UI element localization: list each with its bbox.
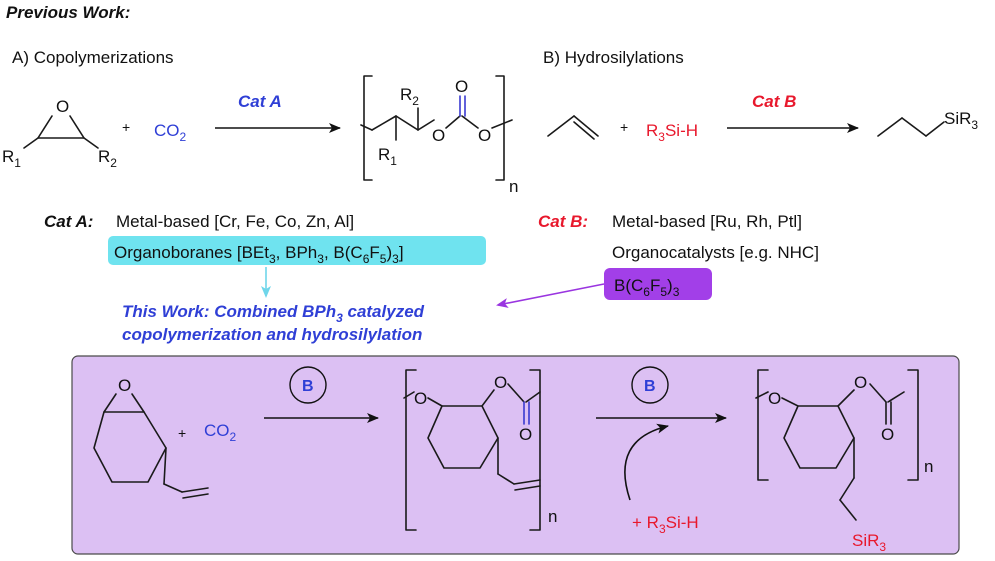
vinyl-polycarbonate: O O O n <box>403 369 557 531</box>
bottom-epoxide-oxygen: O <box>118 376 131 395</box>
epoxide-oxygen: O <box>56 97 69 116</box>
polymer-r1: R1 <box>378 145 397 168</box>
plus-sign-a: + <box>122 119 130 135</box>
section-a-label: A) Copolymerizations <box>12 48 174 67</box>
co2-bottom: CO2 <box>204 421 237 444</box>
cat-a-organoboranes: Organoboranes [BEt3, BPh3, B(C6F5)3] <box>114 243 404 266</box>
plus-sign-bottom: + <box>178 425 186 441</box>
previous-work-title: Previous Work: <box>6 3 130 22</box>
catalyst-b-label-2: B <box>644 378 656 395</box>
polymer-carbonyl-o: O <box>455 77 468 96</box>
polymer-repeat-n: n <box>509 177 518 196</box>
poly1-repeat-n: n <box>548 507 557 526</box>
cat-b-arrow-label: Cat B <box>752 92 796 111</box>
cat-b-title: Cat B: <box>538 212 588 231</box>
cat-b-bcf: B(C6F5)3 <box>614 276 680 299</box>
this-work-panel <box>71 355 960 555</box>
silane-reagent: R3Si-H <box>646 121 698 144</box>
cat-b-metal-based: Metal-based [Ru, Rh, Ptl] <box>612 212 802 231</box>
catalyst-b-circle-2 <box>631 366 669 404</box>
cat-a-arrow-label: Cat A <box>238 92 282 111</box>
purple-arrow <box>496 283 605 308</box>
epoxide-r2: R2 <box>98 147 117 170</box>
poly1-ether-o: O <box>414 389 427 408</box>
product-silyl-group: SiR3 <box>944 109 978 132</box>
bcf-box <box>604 268 712 300</box>
cat-a-metal-based: Metal-based [Cr, Fe, Co, Zn, Al] <box>116 212 354 231</box>
cat-b-organocatalysts: Organocatalysts [e.g. NHC] <box>612 243 819 262</box>
plus-sign-b: + <box>620 119 628 135</box>
poly2-repeat-n: n <box>924 457 933 476</box>
vinylcyclohexene-oxide: O <box>93 376 209 499</box>
epoxide-r1: R1 <box>2 147 21 170</box>
polymer-ether-o: O <box>432 126 445 145</box>
section-b-label: B) Hydrosilylations <box>543 48 684 67</box>
reagent-curved-arrow <box>624 423 669 501</box>
this-work-line1: This Work: Combined BPh3 catalyzed <box>122 302 425 325</box>
cat-a-title: Cat A: <box>44 212 93 231</box>
poly1-carbonyl-o: O <box>519 425 532 444</box>
poly2-ester-o: O <box>854 373 867 392</box>
organoboranes-box <box>108 236 486 265</box>
bottom-silane-reagent: + R3Si-H <box>632 513 699 536</box>
epoxide-structure: O R1 R2 <box>2 97 117 170</box>
poly1-ester-o: O <box>494 373 507 392</box>
catalyst-b-circle-1 <box>289 366 327 404</box>
this-work-line2: copolymerization and hydrosilylation <box>122 325 422 344</box>
alkylsilane-product: SiR3 <box>877 109 978 137</box>
polymer-ester-o: O <box>478 126 491 145</box>
poly2-ether-o: O <box>768 389 781 408</box>
catalyst-b-label-1: B <box>302 378 314 395</box>
poly2-carbonyl-o: O <box>881 425 894 444</box>
polycarbonate-structure: R2 R1 O O O n <box>360 75 518 196</box>
alkene-structure <box>547 115 599 140</box>
silylated-polycarbonate: O O O SiR3 n <box>755 369 933 554</box>
poly2-silyl-group: SiR3 <box>852 531 886 554</box>
co2-a: CO2 <box>154 121 187 144</box>
polymer-r2: R2 <box>400 85 419 108</box>
